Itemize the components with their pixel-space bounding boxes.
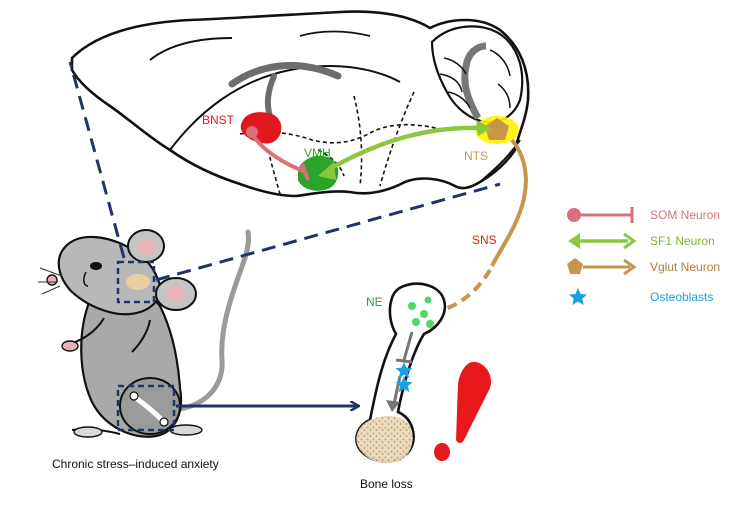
label-vmh: VMH	[304, 146, 331, 160]
osteoblast-star-icon	[569, 288, 587, 305]
label-ne: NE	[366, 295, 383, 309]
label-sns: SNS	[472, 233, 497, 247]
nts-neuron-pentagon	[485, 118, 509, 140]
cerebellum	[430, 25, 524, 124]
sns-pathway	[435, 268, 492, 314]
legend-label-osteo: Osteoblasts	[650, 290, 714, 304]
mouse-illustration	[38, 229, 251, 438]
vglut-neuron-symbol	[567, 258, 637, 276]
legend-label-vglut: Vglut Neuron	[650, 260, 721, 274]
som-pathway	[250, 132, 307, 174]
caption-mouse: Chronic stress–induced anxiety	[52, 457, 219, 471]
caption-bone: Bone loss	[360, 477, 413, 491]
osteoblast-star	[395, 376, 413, 393]
label-nts: NTS	[464, 149, 488, 163]
legend-item-sf1: SF1 Neuron	[566, 230, 715, 252]
legend-label-som: SOM Neuron	[650, 208, 721, 222]
brain-sagittal	[70, 10, 530, 198]
label-bnst: BNST	[202, 113, 235, 127]
sf1-pathway	[326, 125, 483, 172]
sf1-neuron-symbol	[568, 232, 637, 250]
zoom-line-left	[68, 61, 126, 259]
alert-exclamation-dot	[434, 443, 450, 461]
alert-exclamation-mark	[456, 361, 492, 443]
corpus-callosum	[228, 62, 342, 88]
osteoblast-star	[395, 362, 413, 379]
som-neuron-symbol	[567, 207, 634, 223]
zoom-line-right	[155, 182, 501, 282]
head-zoom-box	[116, 260, 156, 304]
legend-item-som: SOM Neuron	[566, 204, 720, 226]
legend-item-osteo: Osteoblasts	[566, 286, 713, 308]
legend-item-vglut: Vglut Neuron	[566, 256, 720, 278]
vmh-region	[298, 155, 339, 191]
legend-label-sf1: SF1 Neuron	[650, 234, 715, 248]
